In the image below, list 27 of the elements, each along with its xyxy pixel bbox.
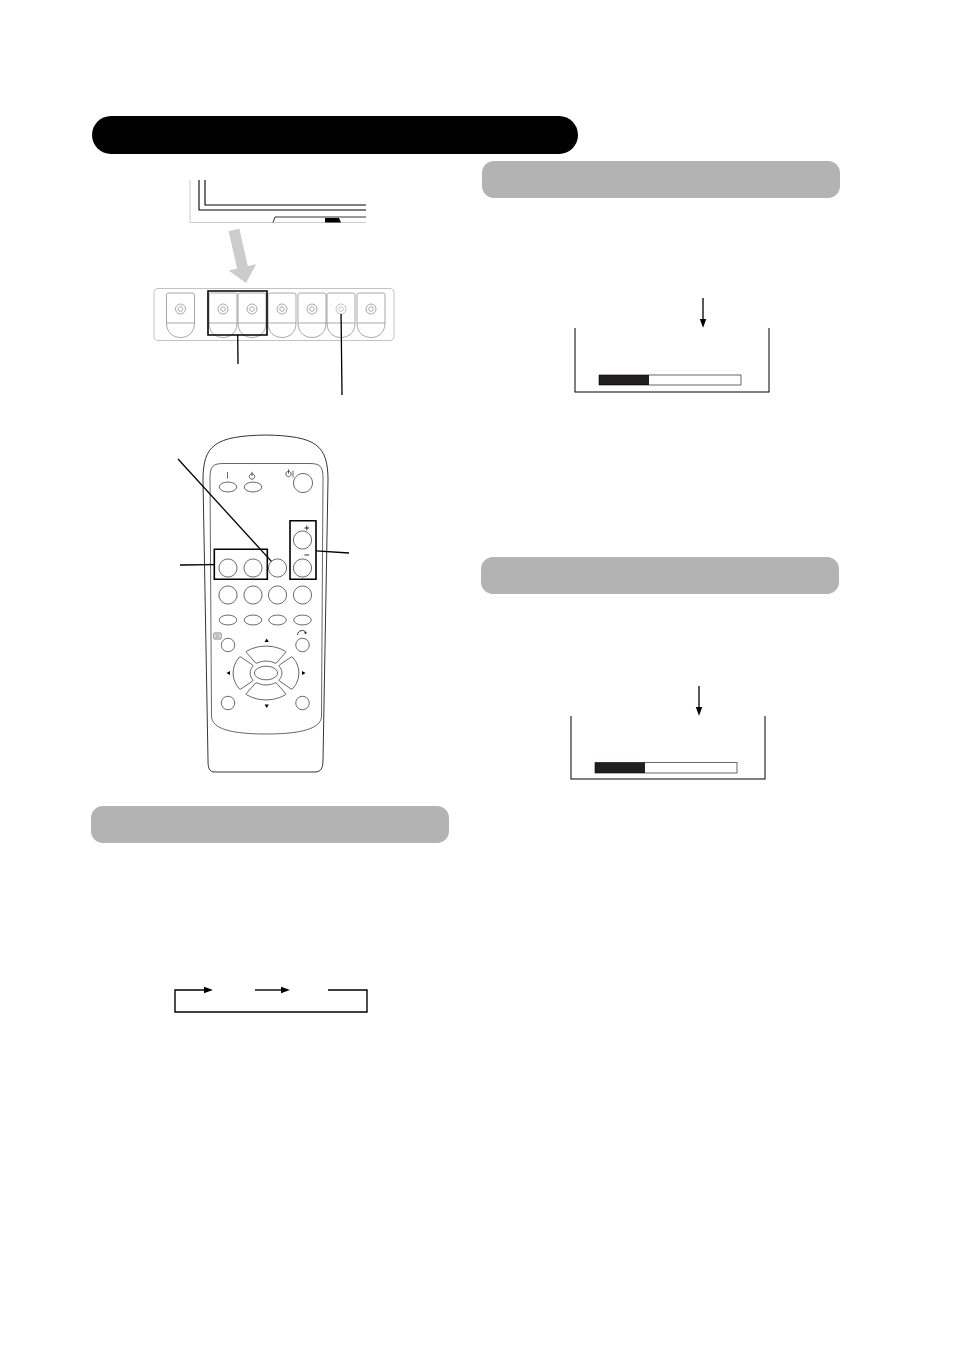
highlight-box: [213, 548, 269, 581]
round-button: [243, 585, 263, 605]
round-button: [218, 558, 238, 578]
leader-line: [340, 313, 343, 396]
title-banner: [92, 116, 578, 154]
leader-line: [179, 563, 215, 566]
section-banner: [481, 557, 839, 594]
round-button: [293, 558, 312, 578]
power-button: [293, 473, 313, 493]
display-frame: [570, 715, 766, 780]
round-button: [268, 558, 287, 578]
control-panel: [153, 288, 395, 341]
highlight-box: [289, 519, 317, 581]
round-button: [293, 530, 312, 550]
button-ring: [335, 303, 347, 315]
round-button: [293, 585, 312, 605]
round-button: [268, 585, 287, 605]
display-frame: [574, 327, 770, 393]
highlight-box: [207, 290, 268, 336]
section-banner: [91, 806, 449, 843]
leader-line: [237, 334, 239, 365]
round-button: [243, 558, 263, 578]
leader-line: [315, 550, 350, 554]
section-banner: [482, 161, 840, 198]
round-button: [218, 585, 238, 605]
remote-control: [202, 434, 329, 773]
tv-drawing: [189, 179, 367, 223]
